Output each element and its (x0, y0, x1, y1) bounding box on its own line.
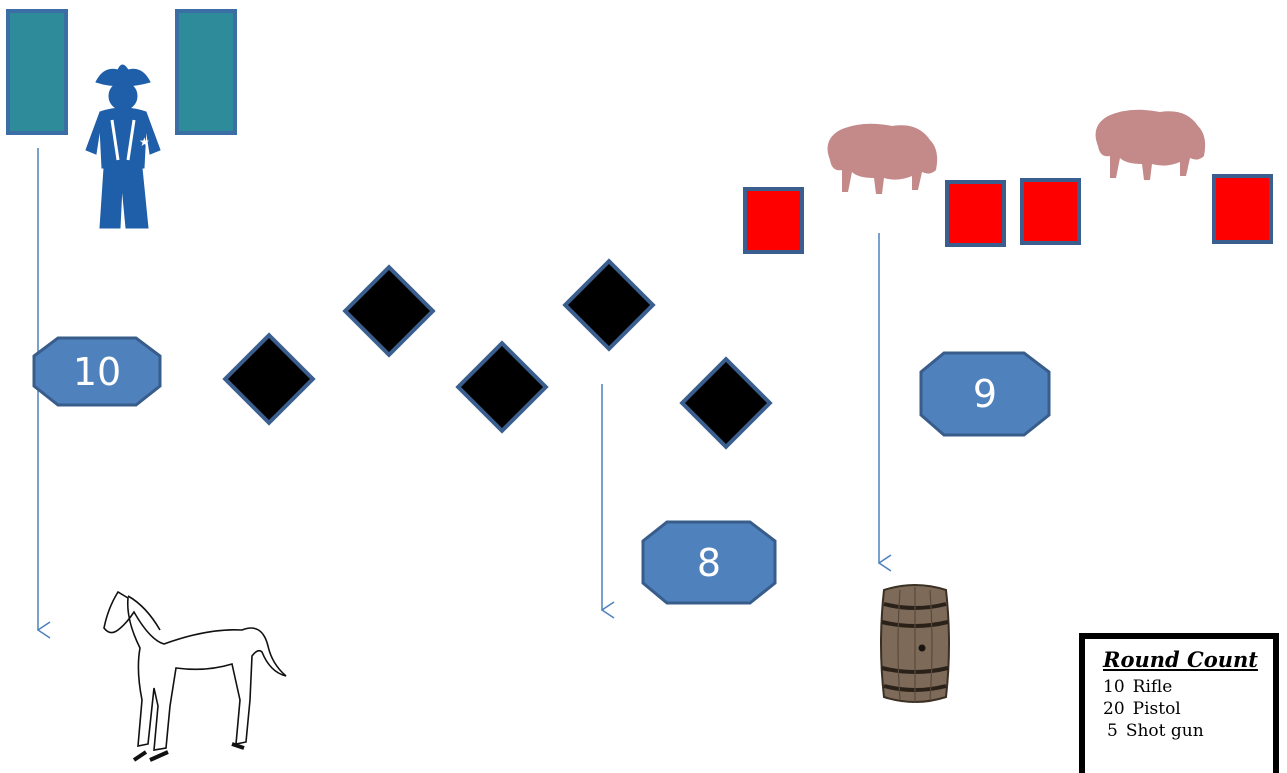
stage-badge-9 (919, 351, 1051, 437)
round-count-row: 10 Rifle (1103, 676, 1273, 698)
diamond-target (222, 332, 316, 426)
round-count-weapon: Pistol (1132, 699, 1181, 719)
red-target (743, 187, 804, 254)
stage-label-10: 10 (72, 350, 122, 394)
round-count-number: 10 (1103, 677, 1125, 697)
round-count-row: 20 Pistol (1103, 698, 1273, 720)
diamond-target (679, 356, 773, 450)
red-target (1020, 178, 1081, 245)
stage-label-8: 8 (696, 541, 722, 585)
door-left (6, 9, 68, 135)
red-target (1212, 174, 1273, 244)
round-count-number: 5 (1107, 721, 1118, 741)
stage-badge-8 (641, 520, 777, 605)
round-count-row: 5 Shot gun (1103, 720, 1273, 742)
barrel-figure (880, 584, 950, 703)
round-count-box: Round Count 10 Rifle 20 Pistol 5 Shot gun (1079, 633, 1279, 773)
round-count-weapon: Rifle (1132, 677, 1173, 697)
bison-figure (1095, 109, 1206, 180)
horse-figure (103, 590, 287, 762)
svg-text:★: ★ (139, 135, 150, 149)
door-right (175, 9, 237, 135)
stage-label-9: 9 (972, 372, 998, 416)
cowboy-figure: ★ (85, 64, 161, 229)
diamond-target (562, 258, 656, 352)
red-target (945, 180, 1006, 247)
round-count-title: Round Count (1103, 647, 1258, 672)
stage-badge-10 (32, 336, 162, 407)
bison-figure (827, 123, 938, 194)
diamond-target (342, 264, 436, 358)
round-count-weapon: Shot gun (1125, 721, 1204, 741)
round-count-number: 20 (1103, 699, 1125, 719)
diamond-target (455, 340, 549, 434)
